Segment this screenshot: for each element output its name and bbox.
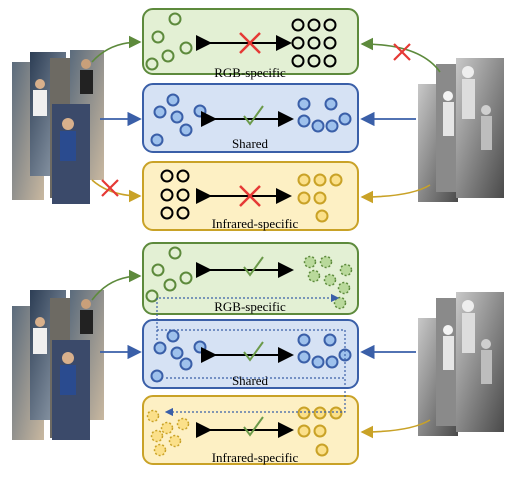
check-icon xyxy=(243,341,264,362)
rgb-specific-label-top: RGB-specific xyxy=(214,65,286,80)
generated-infrared-features-in-rgb-box xyxy=(303,255,353,310)
shared-to-rgb-transfer-path xyxy=(156,293,340,340)
rgb-specific-features-bottom xyxy=(145,246,193,303)
generated-rgb-features-in-infrared-box xyxy=(146,409,190,457)
rgb-to-rgb-specific-arrow-bottom xyxy=(91,269,142,301)
infrared-specific-features-top xyxy=(297,173,343,223)
cross-icon xyxy=(393,43,411,61)
ir-to-rgb-specific-arrow xyxy=(360,37,441,73)
shared-features-left-top xyxy=(150,93,207,147)
infrared-specific-features-bottom xyxy=(297,406,343,457)
infrared-features-in-rgb-box-top xyxy=(291,18,337,68)
rgb-specific-box-bottom xyxy=(142,242,359,315)
cross-icon xyxy=(239,32,261,54)
rgb-person-photos-bottom xyxy=(12,290,104,440)
shared-label-top: Shared xyxy=(232,136,269,151)
infrared-specific-label-top: Infrared-specific xyxy=(212,216,299,231)
rgb-specific-features-top xyxy=(145,12,193,71)
infrared-specific-label-bottom: Infrared-specific xyxy=(212,450,299,465)
shared-features-right-bottom xyxy=(297,333,352,369)
shared-label-bottom: Shared xyxy=(232,373,269,388)
ir-to-infrared-specific-arrow-bottom xyxy=(360,419,431,439)
check-icon xyxy=(243,256,264,277)
cross-icon xyxy=(101,179,119,197)
shared-to-infrared-transfer-path-2 xyxy=(164,377,346,417)
check-icon xyxy=(243,105,264,126)
rgb-specific-label-bottom: RGB-specific xyxy=(214,299,286,314)
rgb-features-in-infrared-box-top xyxy=(160,169,190,220)
rgb-person-photos-top xyxy=(12,50,104,204)
check-icon xyxy=(243,416,264,437)
cross-icon xyxy=(239,185,261,207)
ir-to-infrared-specific-arrow xyxy=(360,184,431,204)
shared-to-infrared-transfer-path xyxy=(157,329,346,378)
shared-features-right-top xyxy=(297,97,352,133)
infrared-person-photos-top xyxy=(418,58,504,202)
infrared-person-photos-bottom xyxy=(418,292,504,436)
rgb-to-rgb-specific-arrow xyxy=(91,35,142,63)
